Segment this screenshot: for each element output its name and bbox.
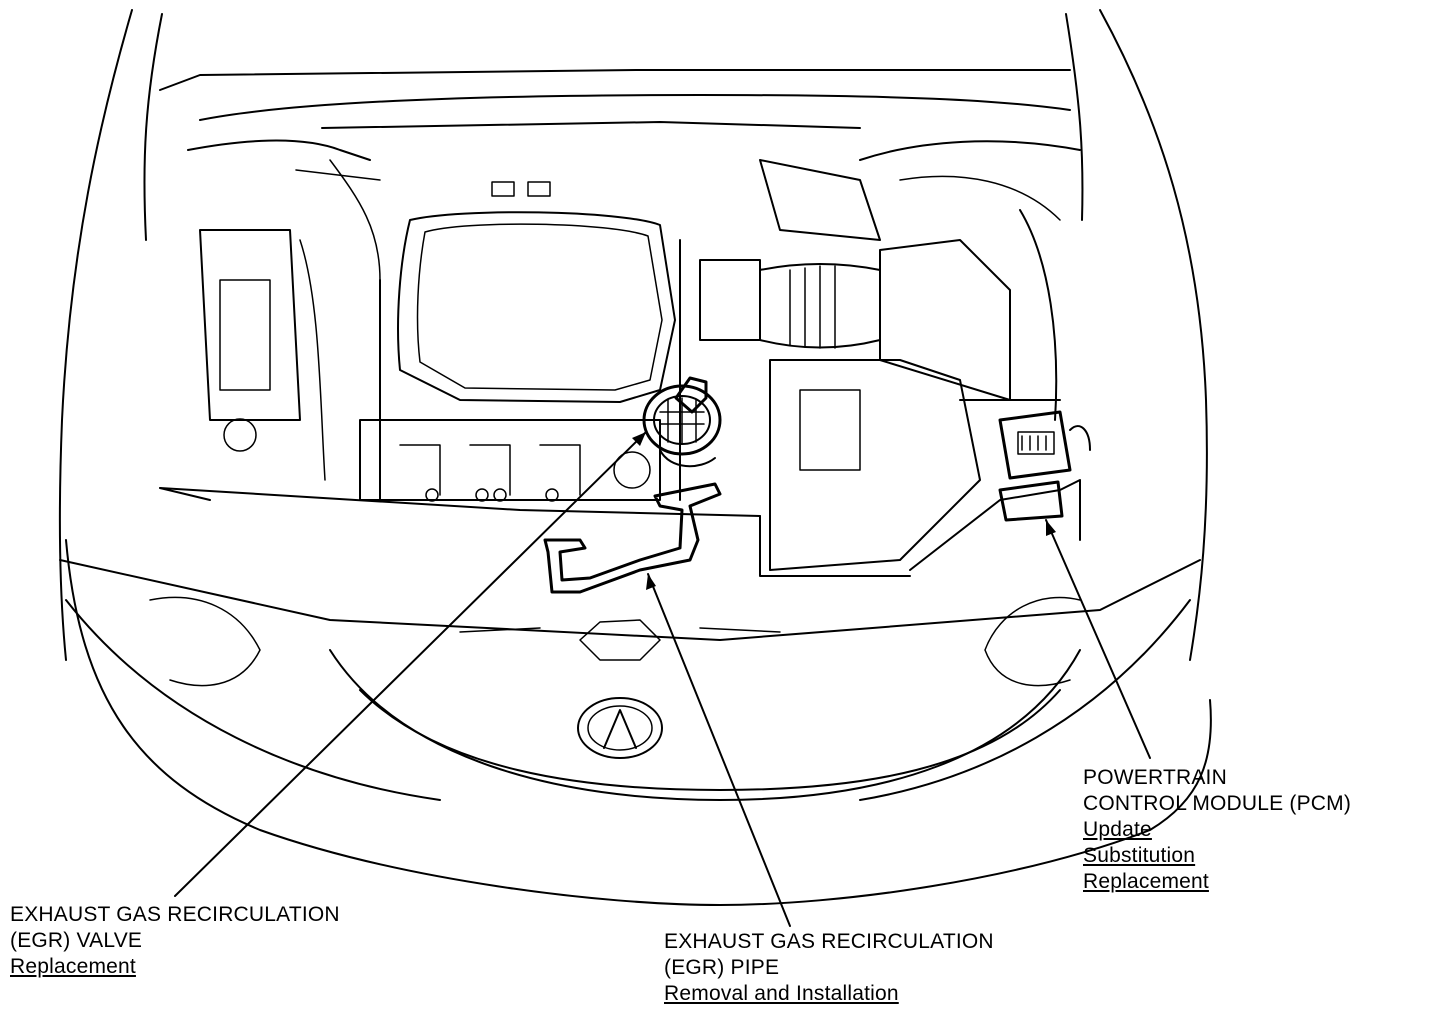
car-body [59, 539, 1212, 906]
pcm-update-link[interactable]: Update [1083, 818, 1152, 841]
callout-egr-valve-title-1: EXHAUST GAS RECIRCULATION [10, 903, 340, 926]
callout-egr-valve-title-2: (EGR) VALVE [10, 929, 143, 952]
pcm-substitution-link[interactable]: Substitution [1083, 844, 1196, 867]
callout-pcm-title-1: POWERTRAIN [1083, 766, 1227, 789]
engine-cover [379, 181, 681, 501]
left-components [199, 159, 381, 481]
hood-outline [58, 9, 1208, 661]
callout-egr-pipe-title-1: EXHAUST GAS RECIRCULATION [664, 930, 994, 953]
leader-egr-valve [174, 431, 647, 897]
callout-egr-pipe: EXHAUST GAS RECIRCULATION (EGR) PIPE Rem… [664, 929, 994, 1007]
egr-pipe-removal-installation-link[interactable]: Removal and Installation [664, 982, 899, 1005]
bumper-shelf [159, 487, 781, 661]
air-intake [699, 159, 1011, 401]
egr-valve-replacement-link[interactable]: Replacement [10, 955, 136, 978]
right-components [769, 175, 1061, 571]
leader-egr-pipe [646, 573, 791, 927]
leader-pcm [1045, 519, 1151, 759]
callout-egr-pipe-title-2: (EGR) PIPE [664, 956, 780, 979]
pcm-unit [759, 399, 1091, 577]
callout-pcm: POWERTRAIN CONTROL MODULE (PCM) Update S… [1083, 765, 1351, 895]
intake-runners [359, 419, 661, 502]
callout-pcm-title-2: CONTROL MODULE (PCM) [1083, 792, 1352, 815]
callout-egr-valve: EXHAUST GAS RECIRCULATION (EGR) VALVE Re… [10, 902, 340, 980]
egr-valve [642, 376, 722, 468]
pcm-replacement-link[interactable]: Replacement [1083, 870, 1209, 893]
acura-emblem [577, 697, 663, 759]
egr-pipe [543, 482, 722, 594]
